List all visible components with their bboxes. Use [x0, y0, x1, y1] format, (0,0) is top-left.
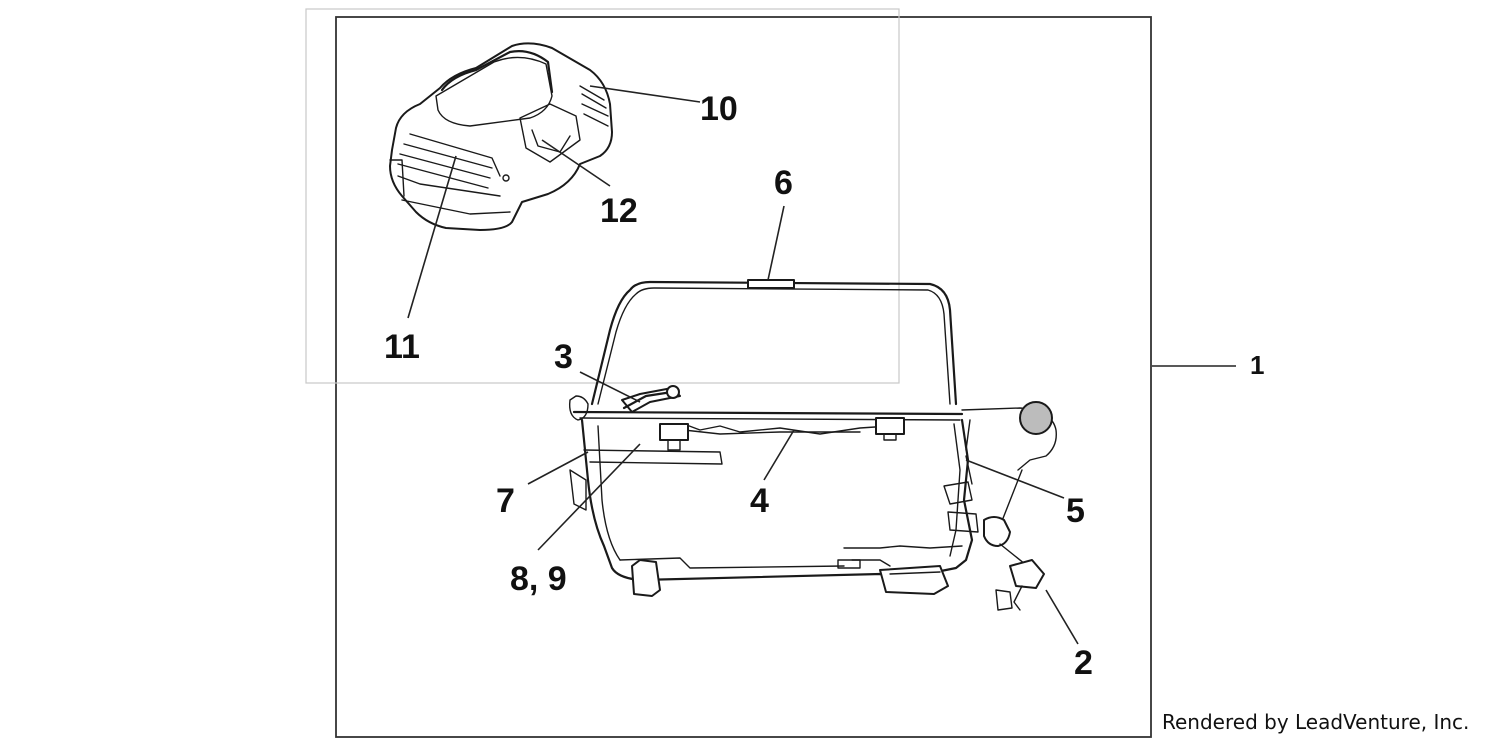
mounting-base-illustration [568, 279, 1057, 611]
callout-5: 5 [1066, 492, 1085, 530]
callout-2: 2 [1074, 644, 1093, 682]
diagram-frame [335, 16, 1152, 738]
callout-4: 4 [750, 482, 769, 520]
callout-11: 11 [384, 328, 420, 366]
callout-7: 7 [496, 482, 515, 520]
callout-12: 12 [600, 192, 638, 230]
callout-6: 6 [774, 164, 793, 202]
leader-lines [407, 85, 1236, 645]
render-credit: Rendered by LeadVenture, Inc. [1162, 710, 1470, 734]
lock-cylinder [1019, 401, 1053, 435]
callout-3: 3 [554, 338, 573, 376]
keys-illustration [983, 516, 1045, 611]
top-box-illustration [389, 42, 613, 231]
callout-1: 1 [1250, 350, 1264, 380]
callout-8-9: 8, 9 [510, 560, 567, 598]
callout-10: 10 [700, 90, 738, 128]
